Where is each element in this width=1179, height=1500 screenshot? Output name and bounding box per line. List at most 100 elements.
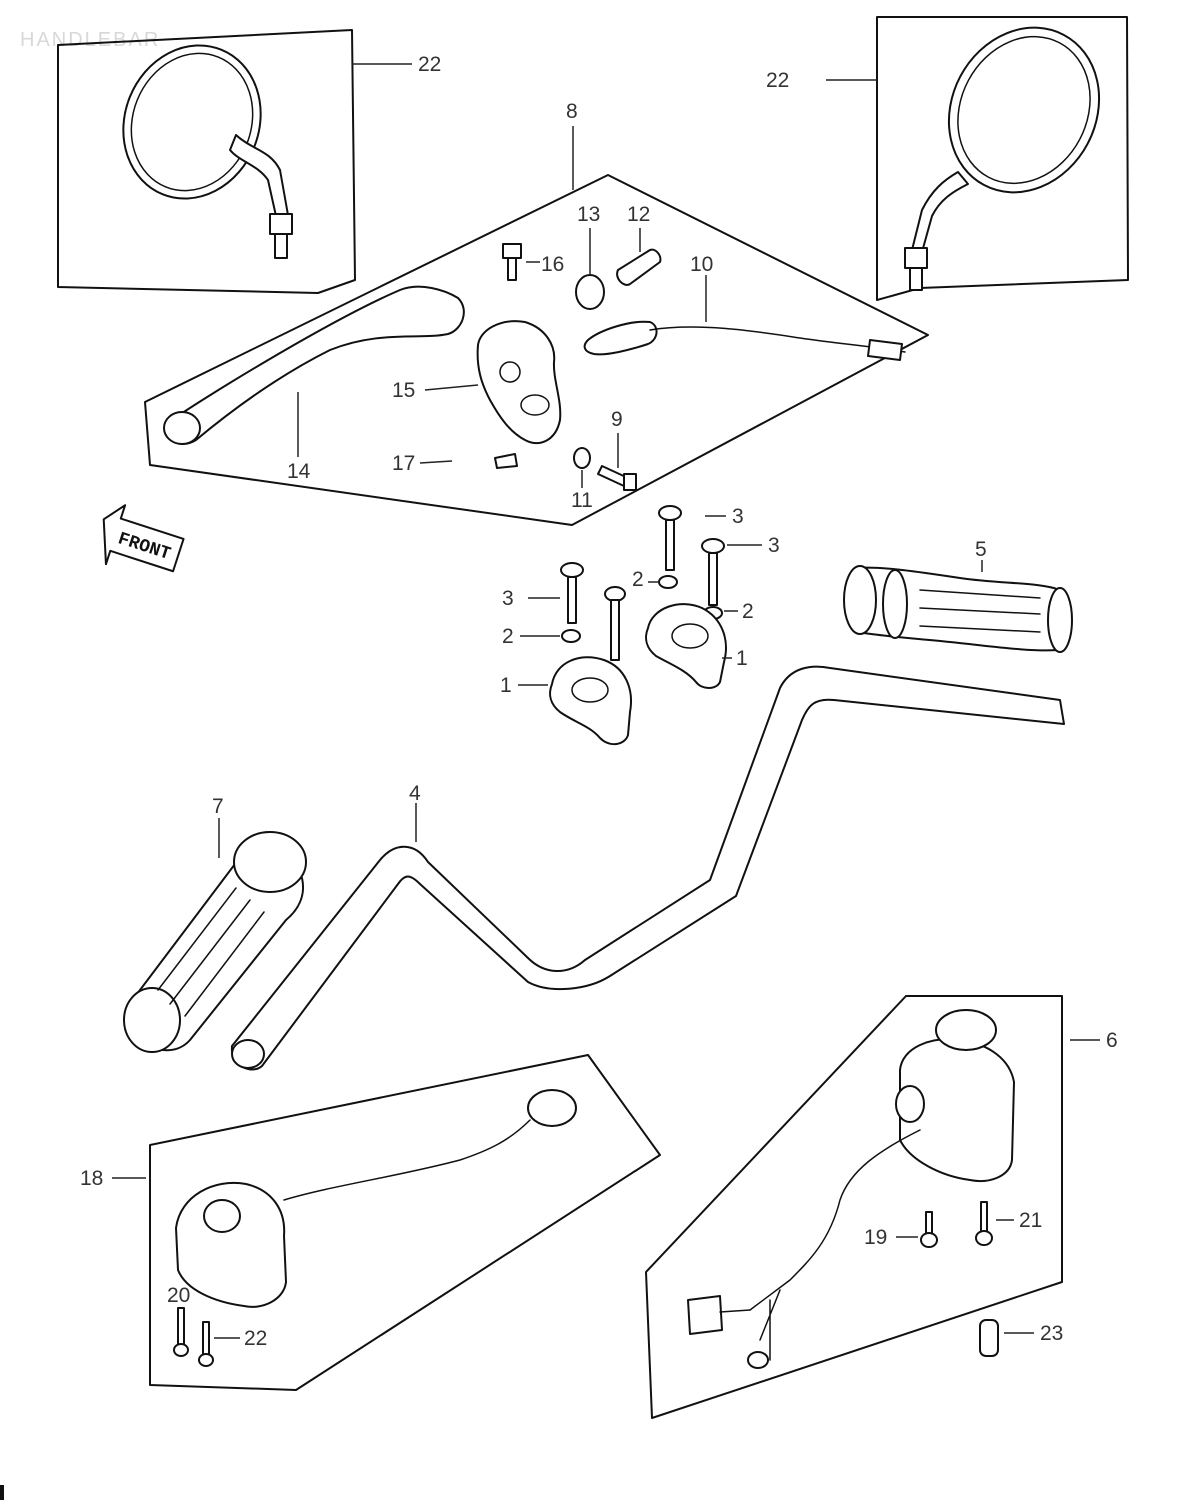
- left-mirror-box: [57, 29, 356, 294]
- lever-assembly-box: [144, 174, 929, 526]
- right-mirror-rim: [957, 35, 1091, 185]
- screw-20-head: [173, 1343, 189, 1357]
- front-arrow-shape: [102, 504, 185, 573]
- handlebar-group: 4: [230, 665, 1065, 1071]
- holder-bolt-head-a: [658, 505, 682, 521]
- left-switch-connector: [527, 1089, 577, 1127]
- right-switch-bullet: [747, 1351, 769, 1369]
- cable-adjuster: [616, 248, 662, 286]
- holder-bolt-shank-d: [610, 599, 620, 661]
- screw-20-shank: [177, 1307, 185, 1347]
- left-mirror-thread: [274, 233, 288, 259]
- callout-20-screw: 20: [167, 1284, 190, 1307]
- right-mirror-stem: [911, 171, 969, 253]
- left-mirror-group: 22: [57, 29, 441, 294]
- right-mirror-box: [876, 16, 1129, 301]
- right-switch-group: 6 19 21 23: [645, 995, 1118, 1419]
- clutch-switch: [583, 320, 658, 356]
- callout-3-bolt-c: 3: [502, 587, 514, 610]
- left-grip-end: [123, 987, 181, 1053]
- right-mirror-nut: [904, 247, 928, 269]
- holder-bolt-head-d: [604, 586, 626, 602]
- screw-19-shank: [925, 1211, 933, 1235]
- washer-11: [573, 447, 591, 469]
- holder-washer-c: [561, 629, 581, 643]
- pivot-bolt-shank: [507, 257, 517, 281]
- bracket-boss: [499, 361, 521, 383]
- holder-hardware-group: 3 3 2 2 3 2 1 1: [500, 505, 780, 746]
- left-switch-box: [149, 1054, 661, 1391]
- handlebar-tube: [230, 665, 1065, 1071]
- holder-bolt-shank-c: [567, 576, 577, 624]
- lever-tip: [163, 411, 201, 445]
- callout-23-cap: 23: [1040, 1322, 1063, 1345]
- holder-right-bore: [671, 623, 709, 649]
- callout-9-bolt: 9: [611, 408, 623, 431]
- callout-22-screw: 22: [244, 1327, 267, 1350]
- left-switch-group: 18 20 22: [80, 1054, 661, 1391]
- callout-2-washer-c: 2: [502, 625, 514, 648]
- switch-wire: [649, 326, 906, 353]
- holder-bolt-shank-a: [665, 519, 675, 571]
- callout-16-pivot-bolt: 16: [541, 253, 564, 276]
- holder-bolt-head-c: [560, 562, 584, 578]
- holder-bolt-head-b: [701, 538, 725, 554]
- right-switch-box: [645, 995, 1063, 1419]
- left-mirror-stem: [229, 134, 289, 217]
- faint-header: HANDLEBAR: [20, 29, 160, 51]
- callout-11-washer: 11: [571, 489, 593, 512]
- callout-4-handlebar: 4: [409, 782, 421, 805]
- callout-5-right-grip: 5: [975, 538, 987, 561]
- callout-2-washer-b: 2: [742, 600, 754, 623]
- callout-22-left-mirror: 22: [418, 53, 441, 76]
- left-grip-group: 7: [123, 795, 307, 1053]
- callout-2-washer-a: 2: [632, 568, 644, 591]
- callout-18-left-switch: 18: [80, 1167, 103, 1190]
- holder-bolt-shank-b: [708, 552, 718, 606]
- right-grip-end: [1047, 587, 1073, 653]
- left-mirror-nut: [269, 213, 293, 235]
- holder-left-bore: [571, 677, 609, 703]
- lever-assembly-group: 8 14 15 16 13 12 10 17: [144, 100, 929, 526]
- callout-13-nut: 13: [577, 203, 600, 226]
- front-arrow: FRONT: [102, 504, 185, 573]
- lever-bolt-head: [623, 473, 637, 491]
- right-mirror-group: 22: [766, 16, 1129, 301]
- cap-23-body: [979, 1319, 999, 1357]
- holder-washer-a: [658, 575, 678, 589]
- callout-15-bracket: 15: [392, 379, 415, 402]
- callout-1-holder-left: 1: [500, 674, 512, 697]
- handlebar-holder-left: [549, 656, 632, 746]
- screw-22-head: [198, 1353, 214, 1367]
- right-grip-collar: [882, 569, 908, 639]
- left-grip-flange: [233, 831, 307, 893]
- screw-22-shank: [202, 1321, 210, 1359]
- right-switch-connector: [687, 1295, 723, 1335]
- right-switch-bore: [895, 1085, 925, 1123]
- small-screw: [494, 453, 518, 469]
- clutch-lever: [167, 285, 465, 445]
- adjuster-nut: [575, 274, 605, 310]
- right-switch-housing: [899, 1038, 1015, 1182]
- page-corner-mark: [0, 1485, 4, 1500]
- callout-14-lever: 14: [287, 460, 311, 483]
- screw-19-head: [920, 1232, 938, 1248]
- pivot-bolt: [502, 243, 522, 259]
- switch-connector: [867, 339, 903, 361]
- callout-19-screw: 19: [864, 1226, 887, 1249]
- right-grip-group: 5: [843, 538, 1073, 653]
- left-switch-cable: [283, 1119, 531, 1201]
- right-switch-cable: [749, 1129, 921, 1311]
- screw-21-head: [975, 1230, 993, 1246]
- callout-22-right-mirror: 22: [766, 69, 789, 92]
- left-switch-bore: [203, 1199, 241, 1233]
- callout-12-adjuster: 12: [627, 203, 650, 226]
- bracket-bore: [520, 394, 550, 416]
- callout-17-screw: 17: [392, 452, 415, 475]
- callout-8-lever-assembly: 8: [566, 100, 578, 123]
- handlebar-holder-right: [645, 603, 727, 689]
- callout-3-bolt-b: 3: [768, 534, 780, 557]
- callout-1-holder-right: 1: [736, 647, 748, 670]
- callout-3-bolt-a: 3: [732, 505, 744, 528]
- lever-bracket: [476, 320, 562, 445]
